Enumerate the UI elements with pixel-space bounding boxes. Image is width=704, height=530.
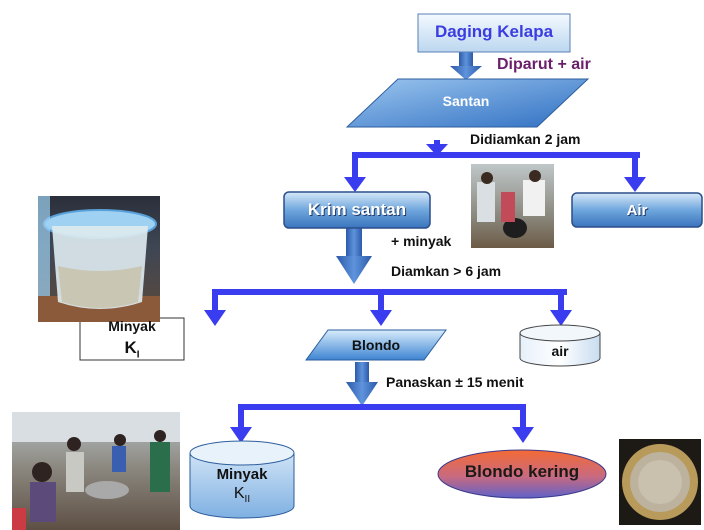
arrow-daging-to-santan <box>450 52 482 80</box>
basket-image <box>622 444 698 520</box>
plastic-container-image <box>38 196 160 322</box>
node-minyak-k1-label: Minyak <box>108 318 156 334</box>
k2-subscript: II <box>244 494 251 506</box>
step-diamkan: Diamkan > 6 jam <box>391 263 502 279</box>
step-plus-minyak: + minyak <box>391 233 452 249</box>
step-didiamkan: Didiamkan 2 jam <box>470 131 581 147</box>
photo-people-group-bottom <box>12 412 180 530</box>
node-blondo: Blondo <box>351 337 401 353</box>
krim-santan-box <box>283 191 431 229</box>
branch-santan <box>344 140 646 192</box>
group-image <box>12 412 180 530</box>
arrow-blondo-down <box>346 362 378 406</box>
k1-letter: K <box>124 338 137 357</box>
air-bottom-cylinder <box>519 324 601 367</box>
minyak-k2-cylinder <box>189 440 295 519</box>
santan-shape <box>345 78 590 128</box>
blondo-shape <box>305 329 447 361</box>
blondo-kering-ellipse <box>437 449 607 499</box>
workers-image <box>477 170 545 238</box>
node-minyak-k2-label: Minyak <box>216 466 268 483</box>
node-minyak-k1-symbol: KI <box>80 338 184 360</box>
node-santan: Santan <box>442 93 490 109</box>
step-diparut: Diparut + air <box>497 56 591 73</box>
branch-krim <box>204 289 572 326</box>
k1-subscript: I <box>136 349 140 361</box>
branch-blondo <box>230 404 534 443</box>
k2-letter: K <box>233 485 245 502</box>
node-blondo-kering: Blondo kering <box>464 462 580 481</box>
air-top-box <box>571 192 703 228</box>
step-panaskan: Panaskan ± 15 menit <box>386 374 524 390</box>
node-air-bottom: air <box>551 343 569 359</box>
node-air-top: Air <box>626 202 648 219</box>
node-minyak-k2-symbol: KII <box>190 485 294 505</box>
photo-people-working-top <box>471 164 554 248</box>
photo-dried-blondo <box>619 439 701 525</box>
node-krim-santan: Krim santan <box>307 200 407 219</box>
photo-container-jar <box>38 196 160 322</box>
arrow-krim-down <box>336 228 372 284</box>
node-daging-kelapa: Daging Kelapa <box>434 22 554 41</box>
daging-kelapa-box <box>417 13 571 53</box>
